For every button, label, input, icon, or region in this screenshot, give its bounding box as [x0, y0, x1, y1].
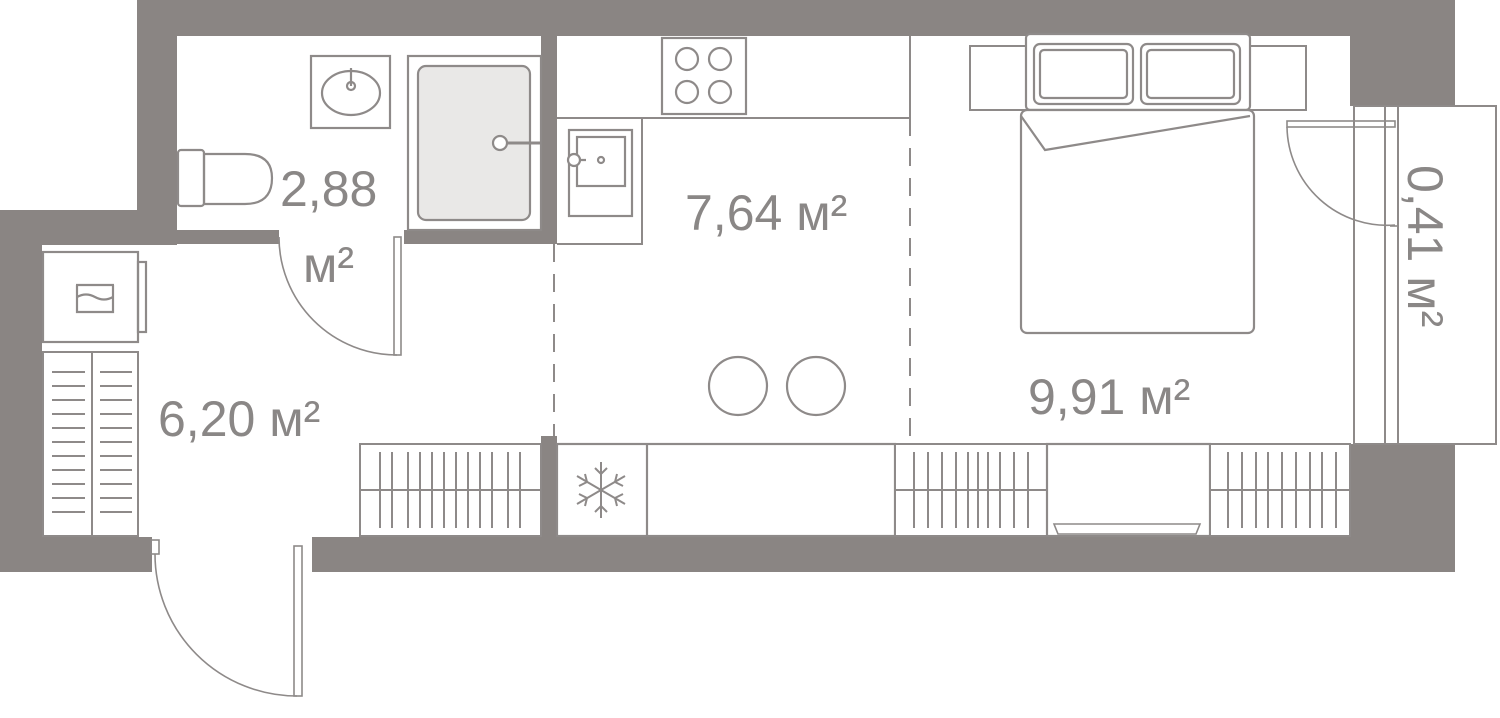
door-icon	[278, 236, 402, 356]
walls	[0, 0, 1455, 572]
bathroom: 2,88 м²	[176, 54, 543, 356]
kitchen: 7,64 м²	[553, 36, 911, 538]
bedroom: 9,91 м²	[894, 32, 1398, 538]
balcony-area: 0,41 м²	[1397, 165, 1453, 327]
shower-icon	[406, 54, 543, 232]
table-icon	[1045, 442, 1212, 538]
kitchen-counter	[555, 442, 897, 538]
kitchen-area: 7,64 м²	[685, 185, 847, 241]
bedroom-area: 9,91 м²	[1028, 369, 1190, 425]
pillow-icon	[1032, 42, 1135, 106]
stool-icon	[785, 355, 847, 417]
bathroom-area-line1: 2,88	[280, 161, 377, 217]
door-icon	[150, 539, 303, 697]
bed-icon	[1019, 32, 1256, 335]
snowflake-icon	[576, 462, 626, 518]
wardrobe-icon	[1209, 443, 1351, 537]
kitchen-sink-icon	[566, 128, 634, 218]
hallway-area: 6,20 м²	[158, 391, 320, 447]
sink-icon	[309, 54, 392, 130]
washing-machine-icon	[41, 250, 148, 344]
door-icon	[1286, 120, 1398, 227]
cooktop-icon	[660, 36, 748, 116]
wardrobe-icon	[359, 443, 542, 537]
pillow-icon	[1139, 42, 1242, 106]
bathroom-area-line2: м²	[303, 237, 354, 293]
toilet-icon	[176, 148, 274, 208]
radiator-icon	[1052, 523, 1202, 535]
hallway: 6,20 м²	[41, 250, 542, 697]
wardrobe-icon	[42, 351, 139, 537]
stool-icon	[707, 355, 769, 417]
wardrobe-icon	[894, 443, 1048, 537]
balcony: 0,41 м²	[1353, 105, 1497, 445]
